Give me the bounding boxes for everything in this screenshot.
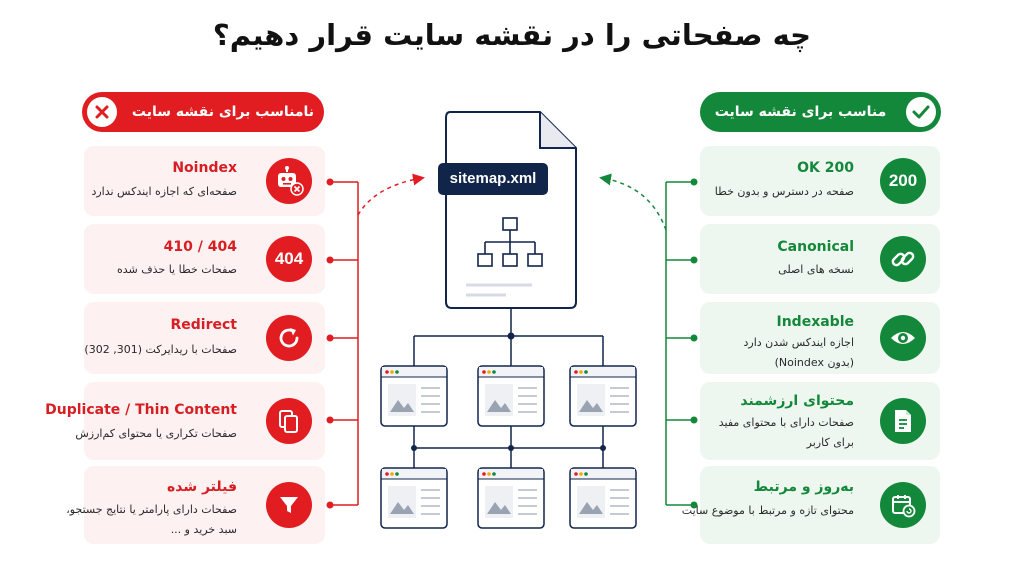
status-code: 200	[888, 171, 918, 190]
suitable-card-canonical: Canonical نسخه های اصلی	[700, 224, 940, 294]
suitable-header-label: مناسب برای نقشه سایت	[714, 104, 887, 120]
card-title: Indexable	[776, 314, 855, 330]
unsuitable-header-label: نامناسب برای نقشه سایت	[131, 104, 315, 120]
card-title: 200 OK	[797, 160, 854, 176]
redirect-icon	[266, 315, 312, 361]
suitable-arrow	[599, 173, 667, 231]
card-desc: صفحات دارای با محتوای مفید برای کاربر	[719, 413, 854, 453]
suitable-card-200: 200 OK صفحه در دسترس و بدون خطا 200	[700, 146, 940, 216]
card-title: به‌روز و مرتبط	[753, 479, 854, 495]
page-title: چه صفحاتی را در نقشه سایت قرار دهیم؟	[212, 18, 812, 52]
page-thumbnail	[380, 365, 448, 427]
card-title: Canonical	[777, 239, 854, 255]
unsuitable-card-filtered: فیلتر شده صفحات دارای پارامتر یا نتایج ج…	[66, 466, 325, 544]
close-icon	[87, 97, 117, 127]
404-badge-icon: 404	[266, 236, 312, 282]
card-desc: محتوای تازه و مرتبط با موضوع سایت	[681, 504, 854, 517]
card-desc: صفحات تکراری یا محتوای کم‌ارزش	[75, 427, 237, 440]
card-desc-line: صفحات دارای با محتوای مفید	[718, 416, 854, 429]
suitable-header: مناسب برای نقشه سایت	[700, 92, 941, 132]
document-icon	[880, 398, 926, 444]
unsuitable-connector	[330, 181, 359, 506]
page-thumbnail	[569, 365, 637, 427]
suitable-card-fresh: به‌روز و مرتبط محتوای تازه و مرتبط با مو…	[682, 466, 940, 544]
unsuitable-header: نامناسب برای نقشه سایت	[82, 92, 324, 132]
page-thumbnail	[569, 467, 637, 529]
filter-icon	[266, 482, 312, 528]
page-thumbnail	[380, 467, 448, 529]
card-desc: صفحات دارای پارامتر یا نتایج جستجو، سبد …	[66, 500, 237, 540]
card-title: 404 / 410	[163, 239, 237, 255]
card-desc: اجازه ایندکس شدن دارد (بدون Noindex)	[744, 333, 854, 373]
card-desc: صفحات با ریدایرکت (301, 302)	[84, 343, 237, 356]
card-desc-line: (بدون Noindex)	[774, 356, 854, 369]
calendar-refresh-icon	[880, 482, 926, 528]
card-title: محتوای ارزشمند	[740, 393, 854, 409]
unsuitable-card-redirect: Redirect صفحات با ریدایرکت (301, 302)	[84, 302, 325, 374]
card-desc: نسخه های اصلی	[778, 263, 854, 276]
status-code: 404	[274, 249, 304, 268]
unsuitable-card-noindex: Noindex صفحه‌ای که اجازه ایندکس ندارد	[84, 146, 325, 216]
suitable-card-indexable: Indexable اجازه ایندکس شدن دارد (بدون No…	[700, 302, 940, 374]
page-thumbnail	[477, 365, 545, 427]
200-badge-icon: 200	[880, 158, 926, 204]
card-title: Noindex	[172, 160, 237, 176]
page-thumbnail	[477, 467, 545, 529]
sitemap-document	[438, 111, 577, 309]
unsuitable-card-404: 404 / 410 صفحات خطا یا حذف شده 404	[84, 224, 325, 294]
robot-blocked-icon	[266, 158, 312, 204]
card-desc: صفحات خطا یا حذف شده	[116, 263, 237, 276]
eye-icon	[880, 315, 926, 361]
card-desc-line: برای کاربر	[806, 436, 854, 449]
unsuitable-arrow	[357, 173, 425, 216]
card-title: Duplicate / Thin Content	[45, 402, 237, 418]
sitemap-hierarchy-icon	[477, 217, 543, 267]
card-title: فیلتر شده	[166, 479, 237, 495]
sitemap-label: sitemap.xml	[449, 170, 537, 187]
suitable-connector	[665, 181, 694, 506]
duplicate-pages-icon	[266, 398, 312, 444]
card-title: Redirect	[170, 317, 238, 333]
check-icon	[906, 97, 936, 127]
card-desc-line: سبد خرید و ...	[170, 523, 237, 536]
card-desc: صفحه‌ای که اجازه ایندکس ندارد	[91, 185, 237, 198]
unsuitable-card-duplicate: Duplicate / Thin Content صفحات تکراری یا…	[45, 382, 325, 460]
card-desc: صفحه در دسترس و بدون خطا	[714, 185, 854, 198]
link-icon	[880, 236, 926, 282]
card-desc-line: صفحات دارای پارامتر یا نتایج جستجو،	[66, 503, 237, 516]
suitable-card-valuable: محتوای ارزشمند صفحات دارای با محتوای مفی…	[700, 382, 940, 460]
card-desc-line: اجازه ایندکس شدن دارد	[743, 336, 854, 349]
